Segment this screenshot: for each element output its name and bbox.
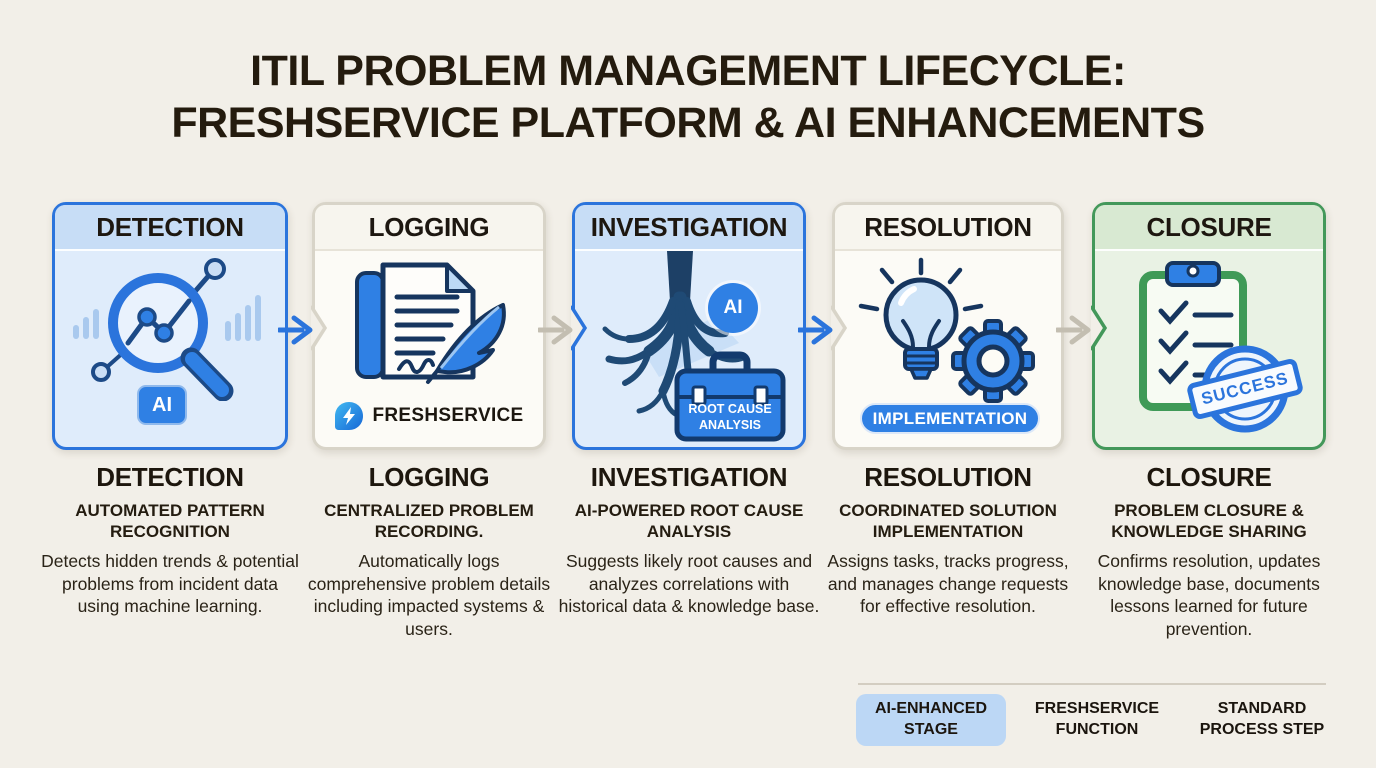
freshservice-logo: FRESHSERVICE bbox=[315, 401, 543, 431]
stage-subtitle: CENTRALIZED PROBLEM RECORDING. bbox=[324, 501, 534, 541]
stage-name: RESOLUTION bbox=[864, 462, 1032, 492]
stage-card-detection-header: DETECTION bbox=[55, 205, 285, 251]
stage-card-detection-body: AI bbox=[55, 251, 285, 447]
card-notch bbox=[569, 305, 591, 351]
stage-name: INVESTIGATION bbox=[590, 462, 788, 492]
root-cause-analysis-label-line2: ANALYSIS bbox=[698, 418, 762, 432]
lightbulb-gear-icon bbox=[858, 257, 1035, 403]
stage-text-logging: LOGGING CENTRALIZED PROBLEM RECORDING. A… bbox=[302, 462, 556, 640]
stage-text-investigation: INVESTIGATION AI-POWERED ROOT CAUSE ANAL… bbox=[558, 462, 820, 618]
root-cause-tree-icon bbox=[602, 251, 786, 442]
stage-card-investigation-body: AI ROOT CAUSE ANALYSIS bbox=[575, 251, 803, 447]
arrow-logging-to-investigation-icon bbox=[536, 310, 578, 350]
card-notch bbox=[829, 305, 851, 351]
arrow-detection-to-logging-icon bbox=[276, 310, 318, 350]
stage-card-closure-body: SUCCESS bbox=[1095, 251, 1323, 447]
stage-card-resolution-header: RESOLUTION bbox=[835, 205, 1061, 251]
ai-badge: AI bbox=[708, 283, 758, 333]
root-cause-analysis-label-line1: ROOT CAUSE bbox=[688, 402, 772, 417]
stage-name: CLOSURE bbox=[1146, 462, 1272, 492]
document-quill-icon bbox=[355, 262, 506, 384]
page-title-line2: FRESHSERVICE PLATFORM & AI ENHANCEMENTS bbox=[171, 98, 1205, 147]
stage-description: Automatically logs comprehensive problem… bbox=[307, 551, 551, 639]
root-cause-analysis-label: ROOT CAUSE ANALYSIS bbox=[677, 399, 783, 437]
stage-card-investigation-header: INVESTIGATION bbox=[575, 205, 803, 251]
stage-text-resolution: RESOLUTION COORDINATED SOLUTION IMPLEMEN… bbox=[822, 462, 1074, 618]
stage-card-detection: DETECTION bbox=[52, 202, 288, 450]
legend-item-freshservice-function: FRESHSERVICE FUNCTION bbox=[1022, 694, 1172, 746]
page-title: ITIL PROBLEM MANAGEMENT LIFECYCLE: FRESH… bbox=[0, 46, 1376, 149]
stage-text-closure: CLOSURE PROBLEM CLOSURE & KNOWLEDGE SHAR… bbox=[1080, 462, 1338, 640]
stage-description: Assigns tasks, tracks progress, and mana… bbox=[827, 551, 1069, 617]
stage-subtitle: COORDINATED SOLUTION IMPLEMENTATION bbox=[839, 501, 1057, 541]
legend-divider bbox=[858, 683, 1326, 685]
card-notch bbox=[1089, 305, 1111, 351]
stage-description: Confirms resolution, updates knowledge b… bbox=[1097, 551, 1321, 639]
page-title-line1: ITIL PROBLEM MANAGEMENT LIFECYCLE: bbox=[250, 47, 1126, 95]
legend-label-line2: FUNCTION bbox=[1055, 720, 1139, 738]
card-notch bbox=[309, 305, 331, 351]
stage-name: LOGGING bbox=[368, 462, 490, 492]
arrow-investigation-to-resolution-icon bbox=[796, 310, 838, 350]
stage-description: Suggests likely root causes and analyzes… bbox=[558, 551, 820, 617]
stage-name: DETECTION bbox=[96, 462, 244, 492]
stage-subtitle: AI-POWERED ROOT CAUSE ANALYSIS bbox=[574, 501, 804, 541]
legend-item-ai-enhanced-stage: AI-ENHANCED STAGE bbox=[856, 694, 1006, 746]
stage-card-resolution-body: IMPLEMENTATION bbox=[835, 251, 1061, 447]
legend-label-line1: AI-ENHANCED bbox=[875, 700, 987, 717]
stage-card-logging-header: LOGGING bbox=[315, 205, 543, 251]
legend-label-line1: STANDARD bbox=[1217, 700, 1307, 717]
legend-item-standard-process-step: STANDARD PROCESS STEP bbox=[1186, 694, 1338, 746]
freshservice-logo-label: FRESHSERVICE bbox=[372, 405, 524, 426]
legend-label-line2: PROCESS STEP bbox=[1199, 720, 1325, 738]
stage-card-logging-body: FRESHSERVICE bbox=[315, 251, 543, 447]
stage-card-investigation: INVESTIGATION bbox=[569, 202, 806, 450]
arrow-resolution-to-closure-icon bbox=[1054, 310, 1096, 350]
ai-badge: AI bbox=[137, 385, 187, 425]
stage-description: Detects hidden trends & potential proble… bbox=[41, 551, 299, 617]
legend-label-line2: STAGE bbox=[904, 720, 958, 738]
magnifier-trend-chart-icon bbox=[73, 258, 261, 401]
stage-subtitle: AUTOMATED PATTERN RECOGNITION bbox=[75, 501, 265, 541]
clipboard-checklist-success-icon bbox=[1139, 261, 1303, 433]
stage-card-logging: LOGGING bbox=[309, 202, 546, 450]
stage-card-closure-header: CLOSURE bbox=[1095, 205, 1323, 251]
stage-subtitle: PROBLEM CLOSURE & KNOWLEDGE SHARING bbox=[1111, 501, 1307, 541]
freshservice-bolt-icon bbox=[335, 402, 364, 430]
implementation-pill: IMPLEMENTATION bbox=[860, 403, 1040, 434]
legend-label-line1: FRESHSERVICE bbox=[1034, 700, 1160, 717]
stage-text-detection: DETECTION AUTOMATED PATTERN RECOGNITION … bbox=[40, 462, 300, 618]
stage-card-closure: CLOSURE SUCCESS bbox=[1089, 202, 1326, 450]
stage-card-resolution: RESOLUTION bbox=[829, 202, 1064, 450]
